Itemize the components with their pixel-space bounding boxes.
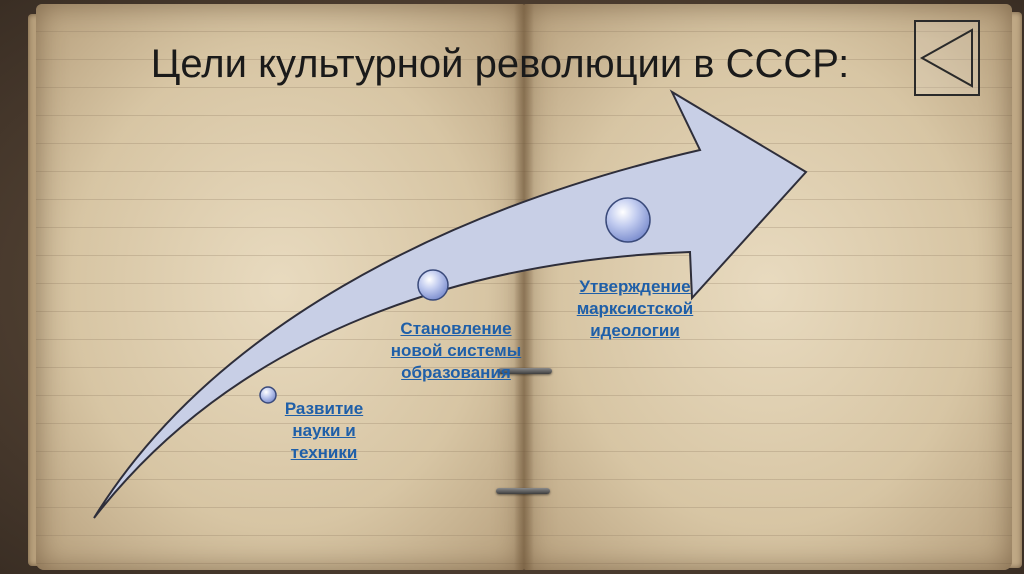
notebook-spine (514, 4, 534, 570)
back-button[interactable] (914, 20, 980, 96)
goal-link-science[interactable]: Развитие науки и техники (284, 399, 364, 462)
goal-link-ideology[interactable]: Утверждение марксистской идеологии (576, 277, 694, 340)
slide-title: Цели культурной революции в СССР: (150, 42, 850, 86)
milestone-bubble-3 (605, 197, 651, 243)
notebook (28, 4, 1022, 570)
milestone-bubble-1 (259, 386, 277, 404)
staple-top (498, 368, 552, 374)
goal-link-education[interactable]: Становление новой системы образования (390, 319, 522, 382)
staple-bottom (496, 488, 550, 494)
milestone-bubble-2 (417, 269, 449, 301)
triangle-left-icon (919, 28, 973, 88)
notebook-page-right (524, 4, 1012, 570)
